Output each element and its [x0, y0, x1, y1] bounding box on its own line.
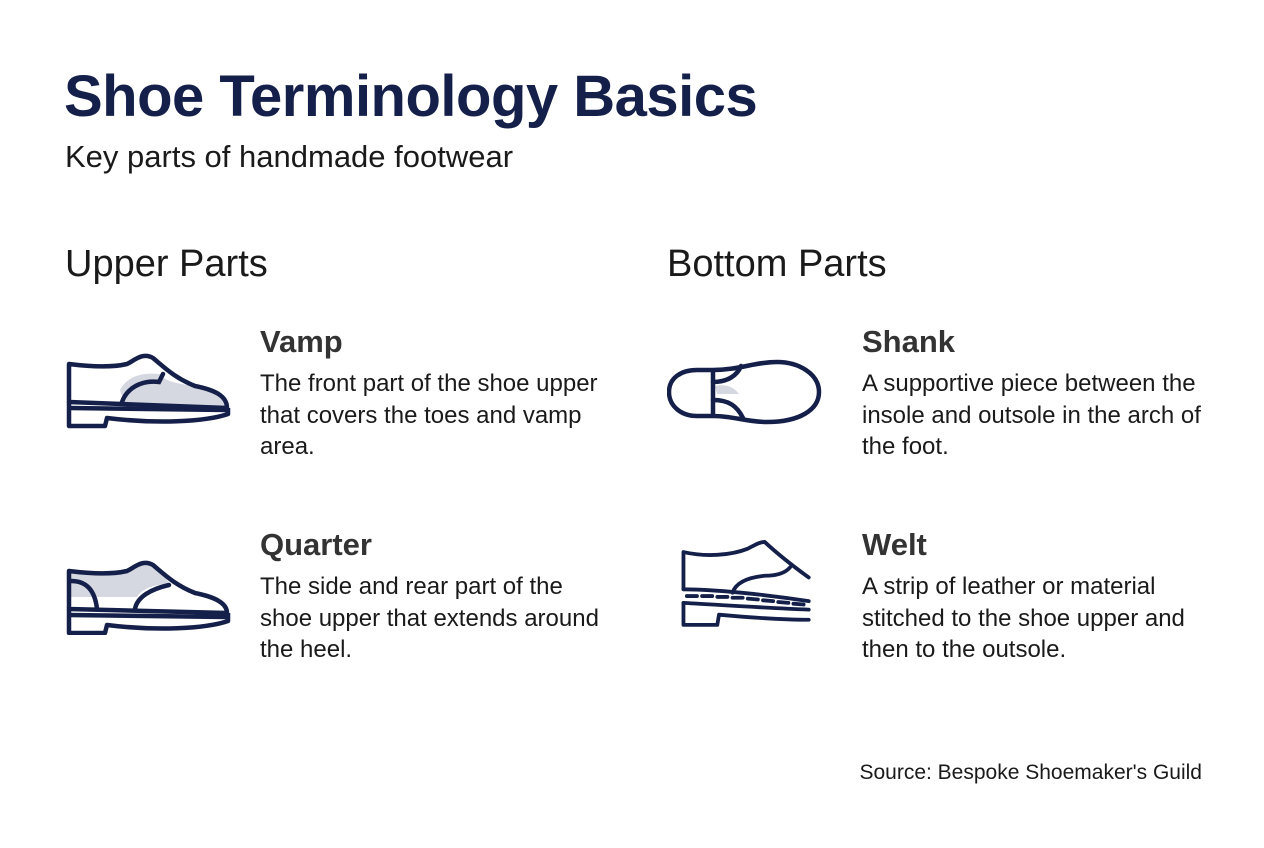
term-item-welt: Welt A strip of leather or material stit… — [667, 525, 1227, 675]
term-description: A supportive piece between the insole an… — [862, 370, 1201, 460]
term-description: A strip of leather or material stitched … — [862, 573, 1185, 663]
term-description: The side and rear part of the shoe upper… — [260, 573, 599, 663]
section-heading-bottom-parts: Bottom Parts — [667, 243, 887, 285]
section-heading-upper-parts: Upper Parts — [65, 243, 268, 285]
term-title: Quarter — [260, 527, 372, 562]
shoe-welt-stitch-icon — [681, 540, 811, 627]
term-title: Vamp — [260, 324, 343, 359]
shoe-vamp-highlight-icon — [66, 353, 231, 429]
term-title: Welt — [862, 527, 927, 562]
term-item-quarter: Quarter The side and rear part of the sh… — [65, 525, 625, 675]
term-item-vamp: Vamp The front part of the shoe upper th… — [65, 322, 625, 472]
term-title: Shank — [862, 324, 956, 359]
page-subtitle: Key parts of handmade footwear — [65, 139, 514, 174]
shoe-quarter-highlight-icon — [66, 560, 231, 635]
shoe-sole-shank-icon — [667, 359, 822, 425]
source-citation: Source: Bespoke Shoemaker's Guild — [859, 761, 1202, 784]
term-item-shank: Shank A supportive piece between the ins… — [667, 322, 1227, 472]
page-title: Shoe Terminology Basics — [64, 64, 758, 129]
term-description: The front part of the shoe upper that co… — [260, 370, 598, 460]
